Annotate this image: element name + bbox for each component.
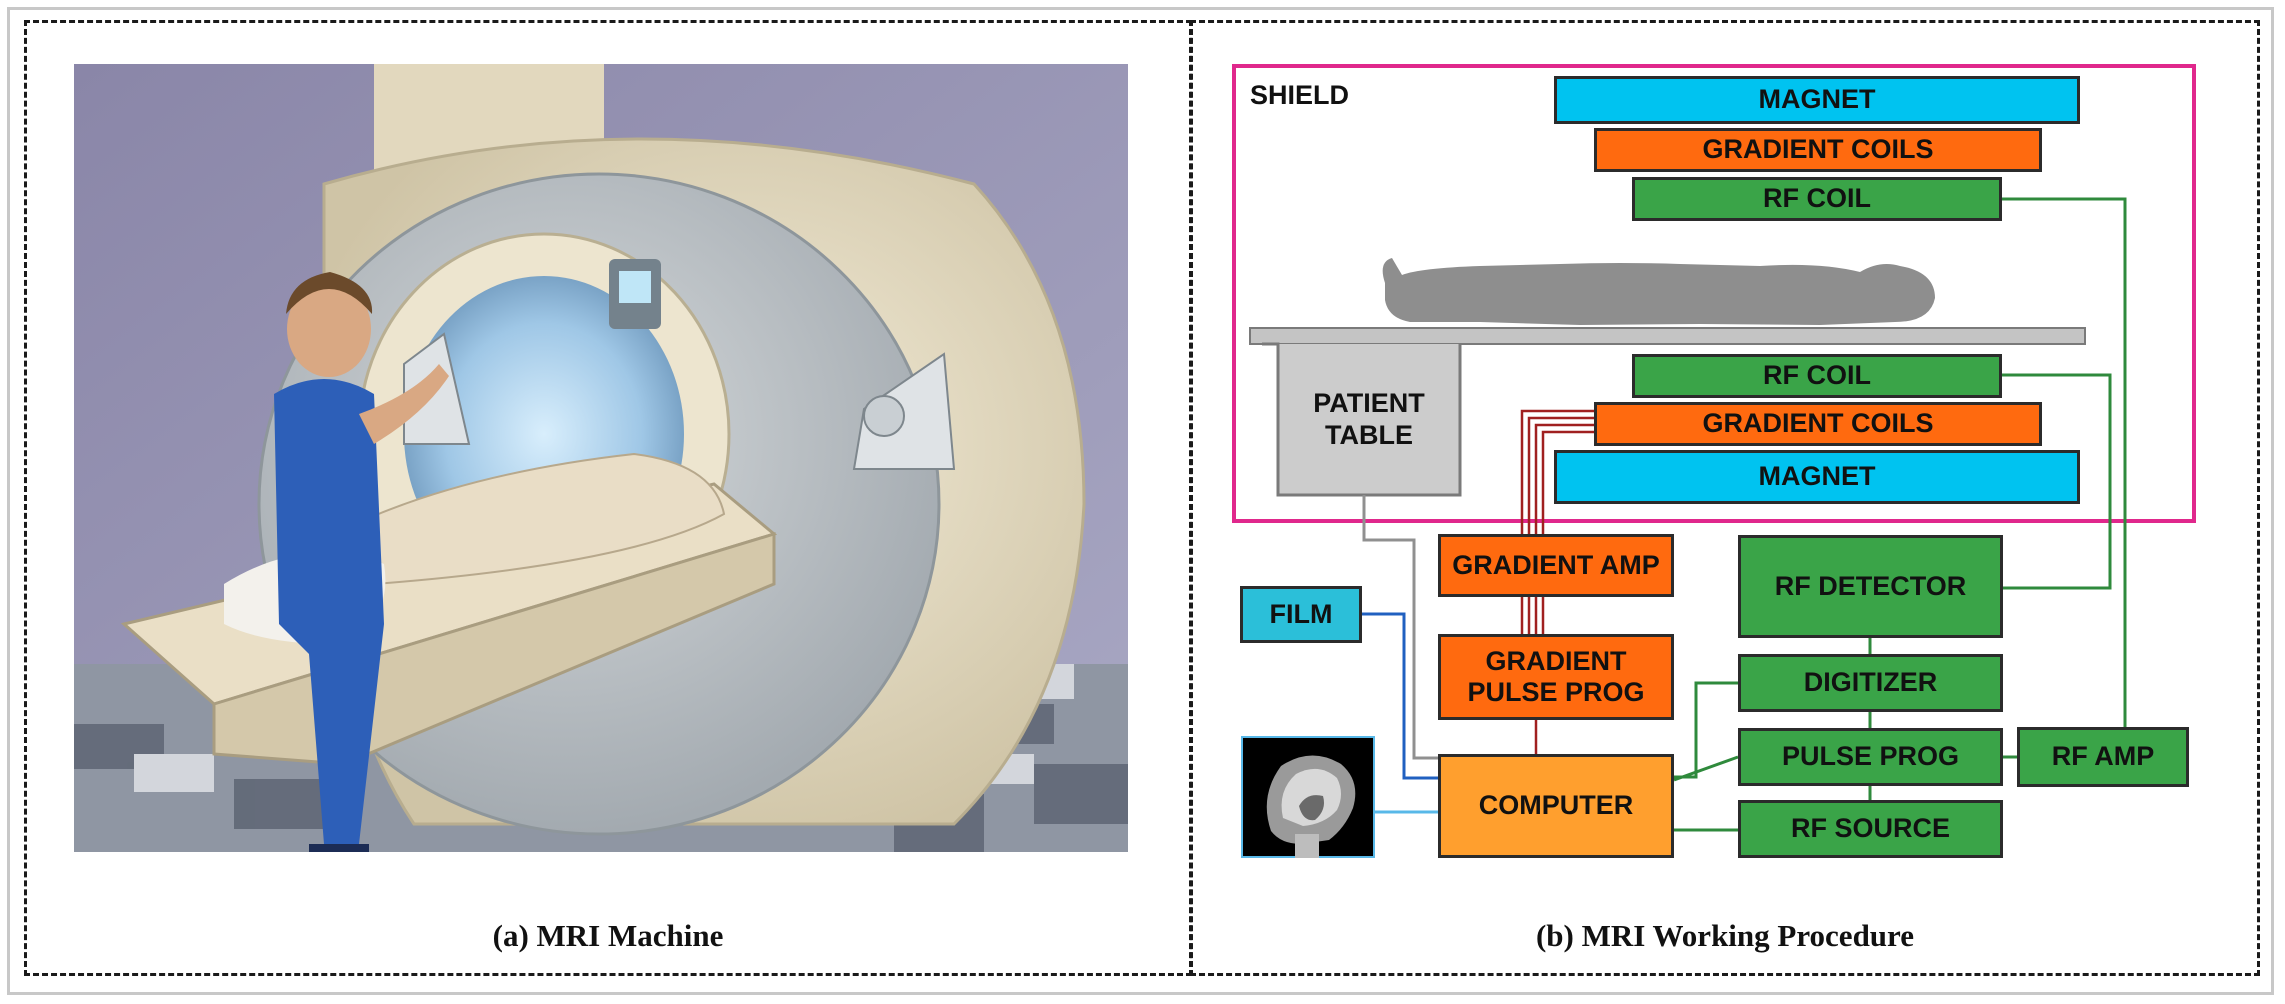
patient-table-text: PATIENT TABLE: [1313, 388, 1425, 450]
wires-gradient: [1520, 409, 1598, 754]
gradient-coils-bottom: GRADIENT COILS: [1594, 402, 2042, 446]
rf-amp: RF AMP: [2017, 727, 2189, 787]
brain-scan-image: [1241, 736, 1375, 858]
wire-film-computer: [1362, 612, 1438, 780]
digitizer: DIGITIZER: [1738, 654, 2003, 712]
rf-detector: RF DETECTOR: [1738, 535, 2003, 638]
wire-table-computer: [1362, 495, 1438, 760]
gradient-pulse-prog: GRADIENT PULSE PROG: [1438, 634, 1674, 720]
patient-silhouette: [1382, 258, 1935, 325]
magnet-top: MAGNET: [1554, 76, 2080, 124]
gradient-amp: GRADIENT AMP: [1438, 534, 1674, 597]
pulse-prog: PULSE PROG: [1738, 728, 2003, 786]
magnet-bottom: MAGNET: [1554, 450, 2080, 504]
rf-coil-bottom: RF COIL: [1632, 354, 2002, 398]
table-support: [1262, 342, 1462, 497]
patient-body: [332, 452, 726, 586]
patient-table-label: PATIENT TABLE: [1278, 344, 1460, 495]
table-top: [1249, 327, 2086, 345]
caption-mri-machine: (a) MRI Machine: [492, 918, 724, 953]
rf-source: RF SOURCE: [1738, 800, 2003, 858]
shield-border: [1232, 64, 2196, 523]
film: FILM: [1240, 586, 1362, 643]
rf-coil-top: RF COIL: [1632, 177, 2002, 221]
gradient-coils-top: GRADIENT COILS: [1594, 128, 2042, 172]
technician-arm: [359, 364, 449, 444]
panel-mri-working-procedure: [1190, 20, 2260, 976]
computer: COMPUTER: [1438, 754, 1674, 858]
technician-head: [287, 281, 371, 377]
figure-frame: [7, 7, 2274, 995]
shield-label: SHIELD: [1250, 80, 1350, 110]
caption-mri-working-procedure: (b) MRI Working Procedure: [1535, 918, 1915, 953]
technician-body: [274, 379, 384, 844]
mri-machine-photo: [74, 64, 1128, 852]
wires-rf: [1673, 197, 2127, 832]
